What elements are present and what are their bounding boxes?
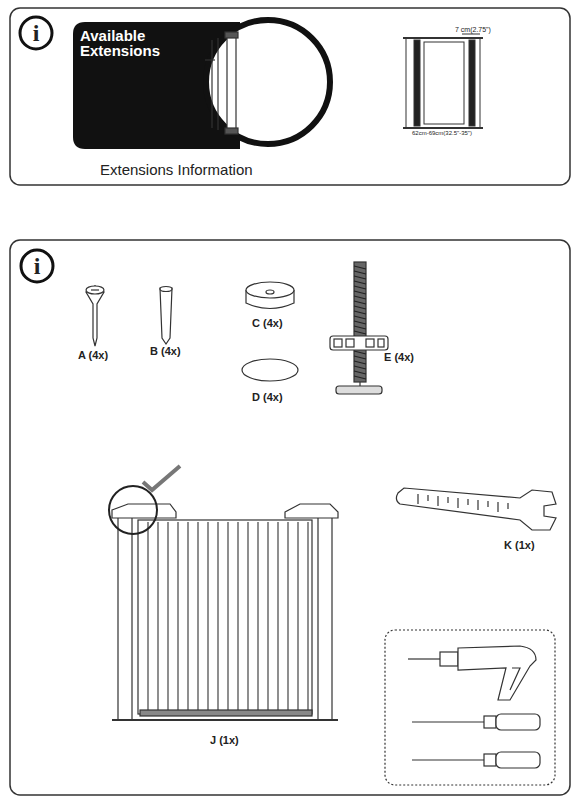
pad	[242, 359, 298, 381]
dimension: 62cm-69cm(32.5"-35")	[412, 130, 472, 136]
panel	[10, 240, 570, 795]
drill	[408, 646, 536, 700]
part-label: C (4x)	[252, 318, 283, 329]
zoom-circle	[206, 20, 330, 144]
part-label: D (4x)	[252, 392, 283, 403]
info-icon	[21, 250, 53, 282]
part-label: K (1x)	[504, 540, 535, 551]
gate-with-extension	[403, 34, 483, 128]
tools-box	[385, 630, 555, 785]
cup	[246, 282, 294, 309]
part-label: E (4x)	[384, 352, 414, 363]
part-label: B (4x)	[150, 346, 181, 357]
badge-box: Available Extensions	[80, 28, 190, 58]
badge-title: Available Extensions	[80, 28, 190, 58]
wrench	[396, 488, 556, 530]
panel	[10, 8, 570, 185]
wall-anchor	[160, 287, 172, 345]
spindle	[330, 262, 388, 394]
dimension: 7 cm(2.75")	[455, 26, 491, 33]
screw	[86, 285, 104, 346]
part-label: J (1x)	[210, 735, 239, 746]
gate	[109, 466, 338, 720]
info-icon-letter: i	[34, 254, 41, 278]
screwdriver	[412, 714, 540, 768]
panel-caption: Extensions Information	[100, 162, 253, 177]
info-icon-letter: i	[33, 21, 40, 45]
info-icon	[20, 17, 52, 49]
part-label: A (4x)	[78, 350, 108, 361]
